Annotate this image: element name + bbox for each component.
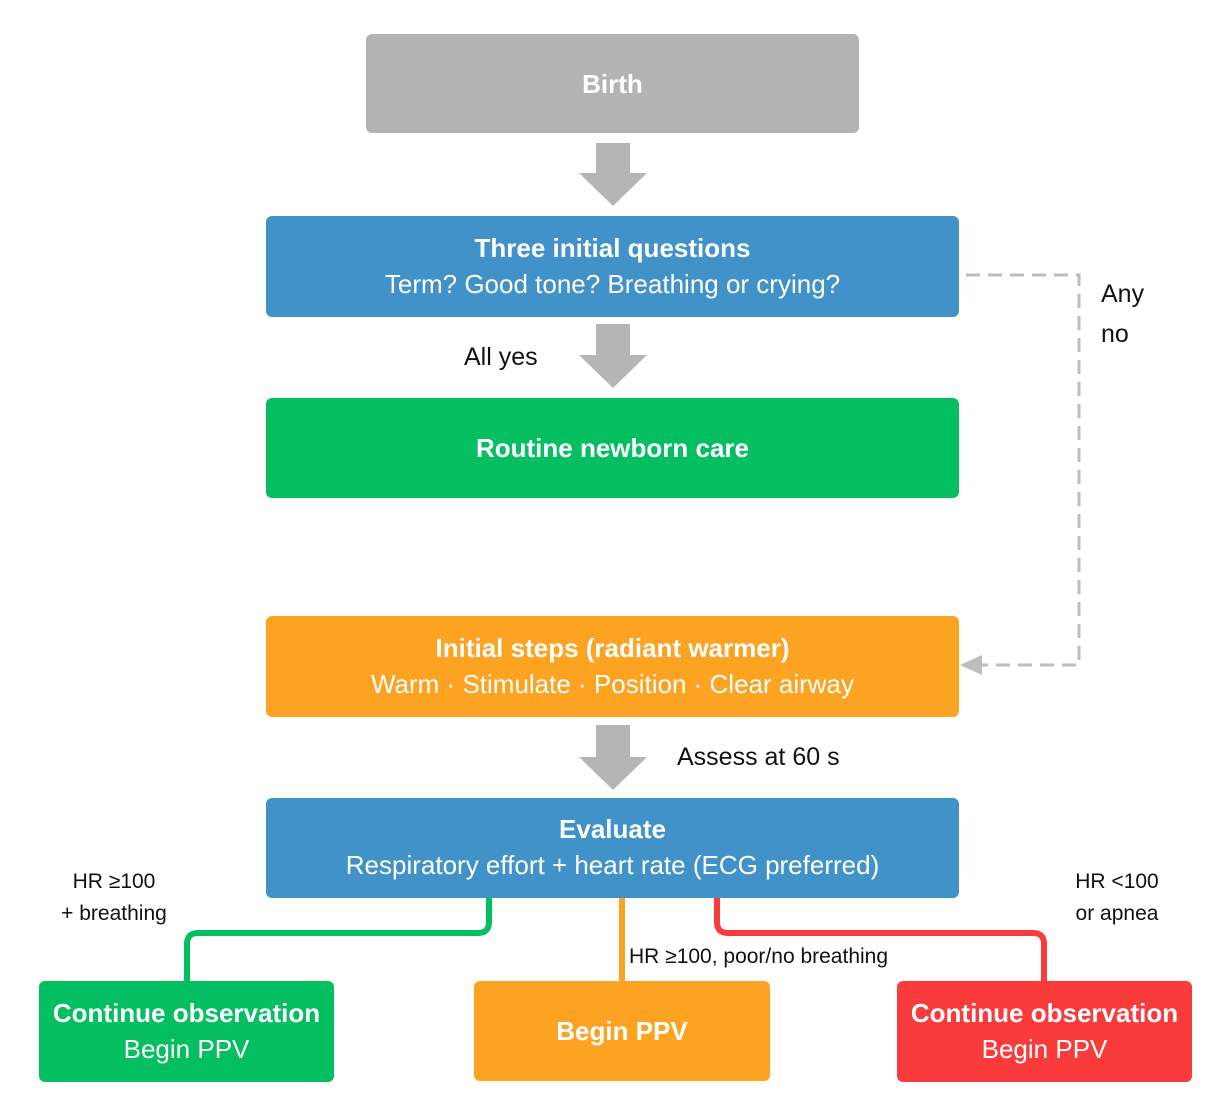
node-right-outcome: Continue observation Begin PPV [897, 981, 1192, 1082]
node-routine-title: Routine newborn care [475, 433, 750, 463]
dashed-connector-arrowhead [960, 655, 982, 675]
branch-connector-red [714, 898, 1047, 983]
node-birth-title: Birth [582, 68, 643, 99]
edge-label-center: HR ≥100, poor/no breathing [629, 945, 889, 968]
edge-label-left-line1: HR ≥100 [72, 870, 156, 893]
arrow-initial-to-evaluate [579, 725, 647, 790]
node-initial-steps: Initial steps (radiant warmer) Warm · St… [266, 616, 959, 717]
node-center-title: Begin PPV [556, 1016, 688, 1046]
edge-label-any: Any [1101, 280, 1145, 308]
node-routine-newborn-care: Routine newborn care [266, 398, 959, 498]
node-left-subtitle: Begin PPV [123, 1033, 250, 1064]
node-left-outcome: Continue observation Begin PPV [39, 981, 334, 1082]
edge-label-all-yes: All yes [464, 343, 538, 371]
node-evaluate: Evaluate Respiratory effort + heart rate… [266, 798, 959, 898]
node-center-outcome: Begin PPV [474, 981, 770, 1081]
branch-connector-green [184, 898, 492, 983]
dashed-any-no-connector [966, 273, 1081, 667]
node-left-title: Continue observation [52, 997, 321, 1028]
node-questions-subtitle: Term? Good tone? Breathing or crying? [384, 268, 841, 299]
edge-label-no: no [1101, 320, 1129, 348]
node-evaluate-subtitle: Respiratory effort + heart rate (ECG pre… [345, 850, 880, 880]
node-birth: Birth [366, 34, 859, 133]
edge-label-left-line2: + breathing [61, 902, 167, 925]
node-right-title: Continue observation [910, 997, 1179, 1028]
node-questions-title: Three initial questions [474, 232, 751, 263]
edge-label-assess: Assess at 60 s [677, 743, 840, 771]
arrow-birth-to-questions [579, 143, 647, 206]
edge-label-right-line2: or apnea [1075, 902, 1159, 925]
node-right-subtitle: Begin PPV [981, 1033, 1108, 1064]
edge-label-right-line1: HR <100 [1075, 870, 1159, 893]
node-evaluate-title: Evaluate [559, 814, 666, 844]
node-initial-steps-subtitle: Warm · Stimulate · Position · Clear airw… [370, 668, 855, 699]
node-three-initial-questions: Three initial questions Term? Good tone?… [266, 216, 959, 317]
arrow-questions-to-routine [579, 324, 647, 388]
node-initial-steps-title: Initial steps (radiant warmer) [435, 632, 790, 663]
